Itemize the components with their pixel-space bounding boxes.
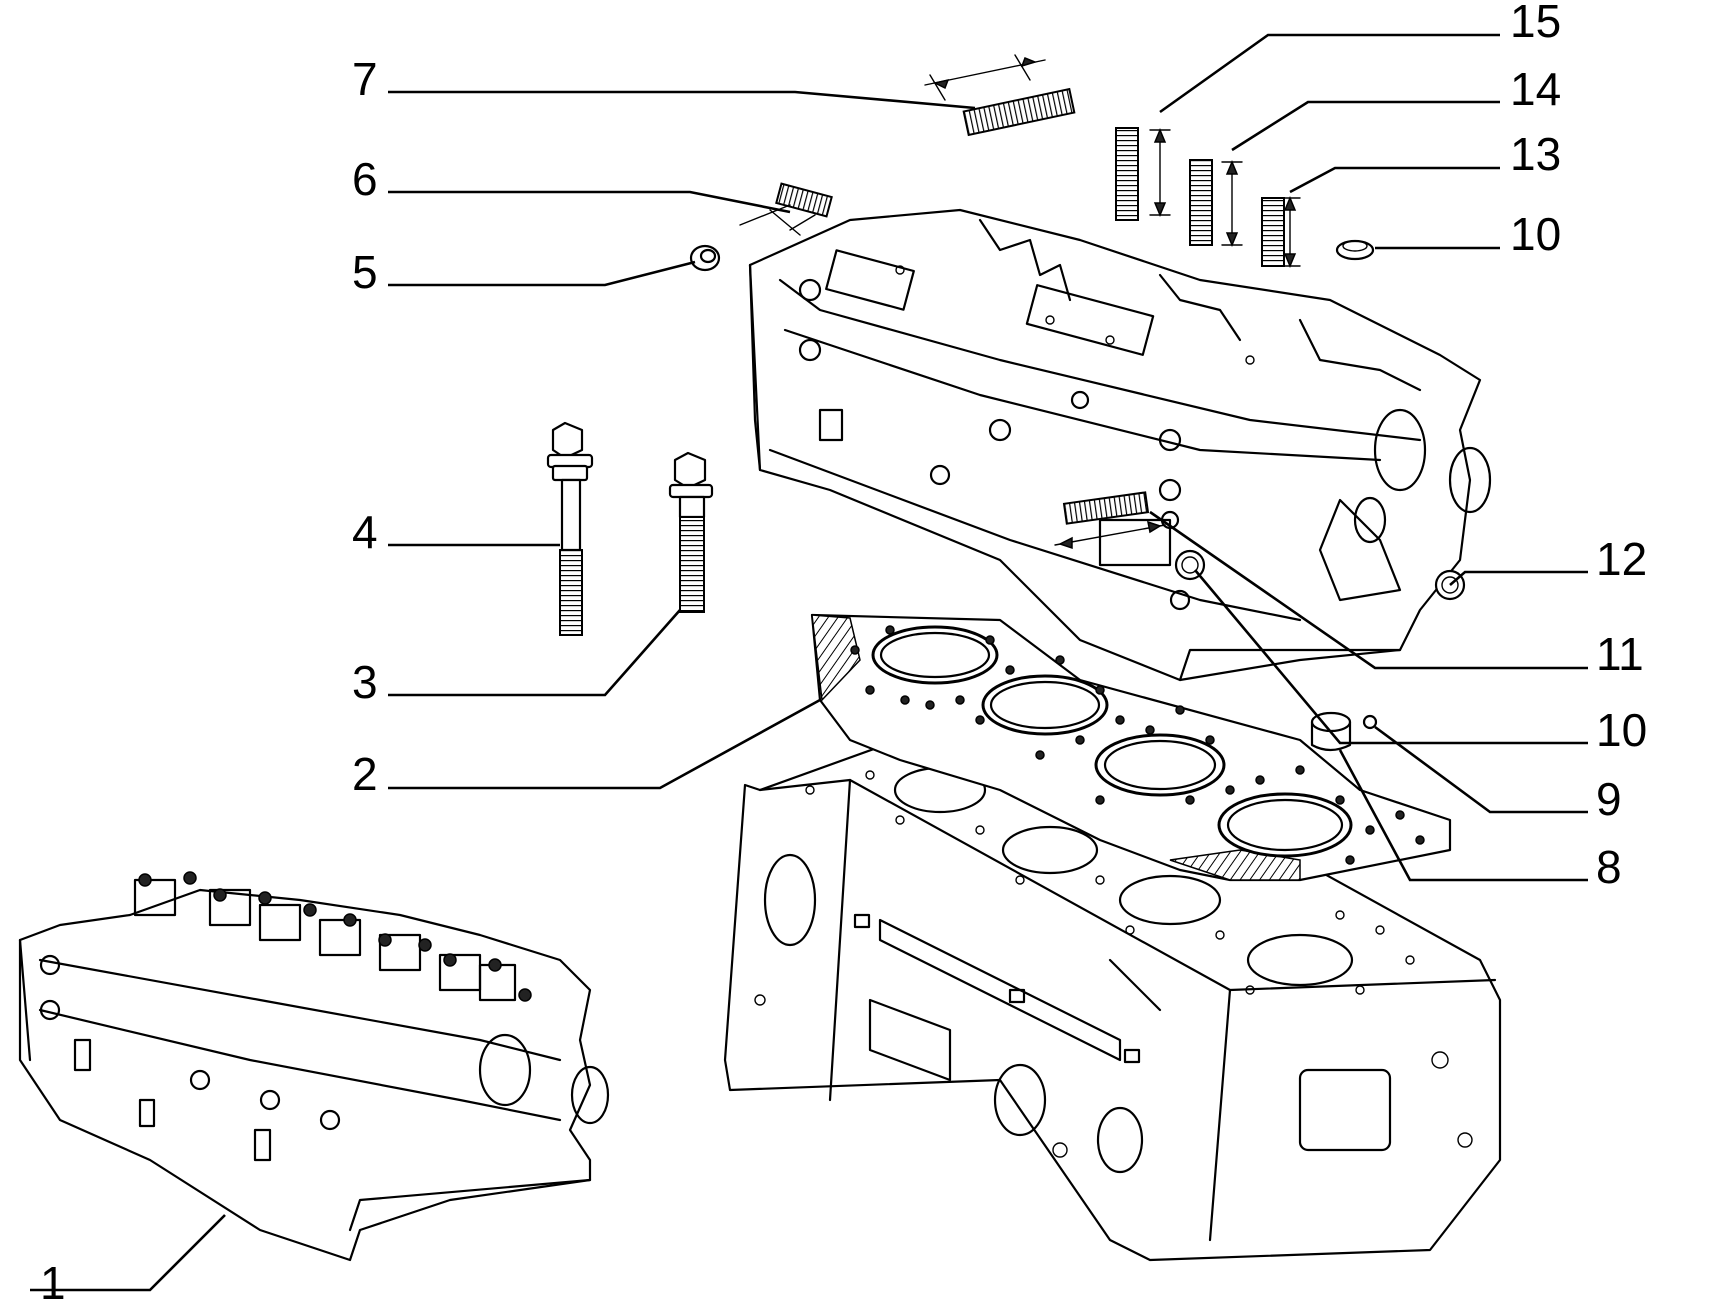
callout-13: 13	[1510, 128, 1561, 180]
callout-9: 9	[1596, 773, 1622, 825]
stud-13	[1261, 196, 1301, 268]
callout-8: 8	[1596, 841, 1622, 893]
callout-6: 6	[352, 153, 378, 205]
stud-7	[924, 54, 1076, 137]
leader-lines	[30, 33, 1588, 1292]
bolt-3	[668, 451, 714, 613]
callout-4: 4	[352, 506, 378, 558]
head-gasket	[810, 613, 1452, 882]
callout-7: 7	[352, 53, 378, 105]
plug-5	[689, 244, 721, 272]
callout-10-lower: 10	[1596, 704, 1647, 756]
stud-14	[1189, 159, 1243, 247]
callout-3: 3	[352, 656, 378, 708]
callout-5: 5	[352, 246, 378, 298]
stud-11	[1054, 491, 1166, 550]
stud-6	[739, 182, 833, 236]
stud-15	[1115, 127, 1171, 221]
callout-1: 1	[40, 1257, 66, 1299]
callout-14: 14	[1510, 63, 1561, 115]
ball-9	[1362, 714, 1378, 730]
callout-11: 11	[1596, 628, 1644, 680]
engine-block	[723, 698, 1502, 1262]
ring-10-top	[1335, 239, 1375, 261]
callout-15: 15	[1510, 0, 1561, 47]
callout-12: 12	[1596, 533, 1647, 585]
callout-labels: 15 14 13 10 7 6 5 4 3 2 12 11 10 9 8 1	[40, 0, 1647, 1299]
cylinder-head-exploded	[748, 208, 1492, 682]
callout-2: 2	[352, 748, 378, 800]
bolt-4	[546, 421, 594, 636]
cylinder-head-assembled	[18, 871, 610, 1262]
callout-10-upper: 10	[1510, 208, 1561, 260]
